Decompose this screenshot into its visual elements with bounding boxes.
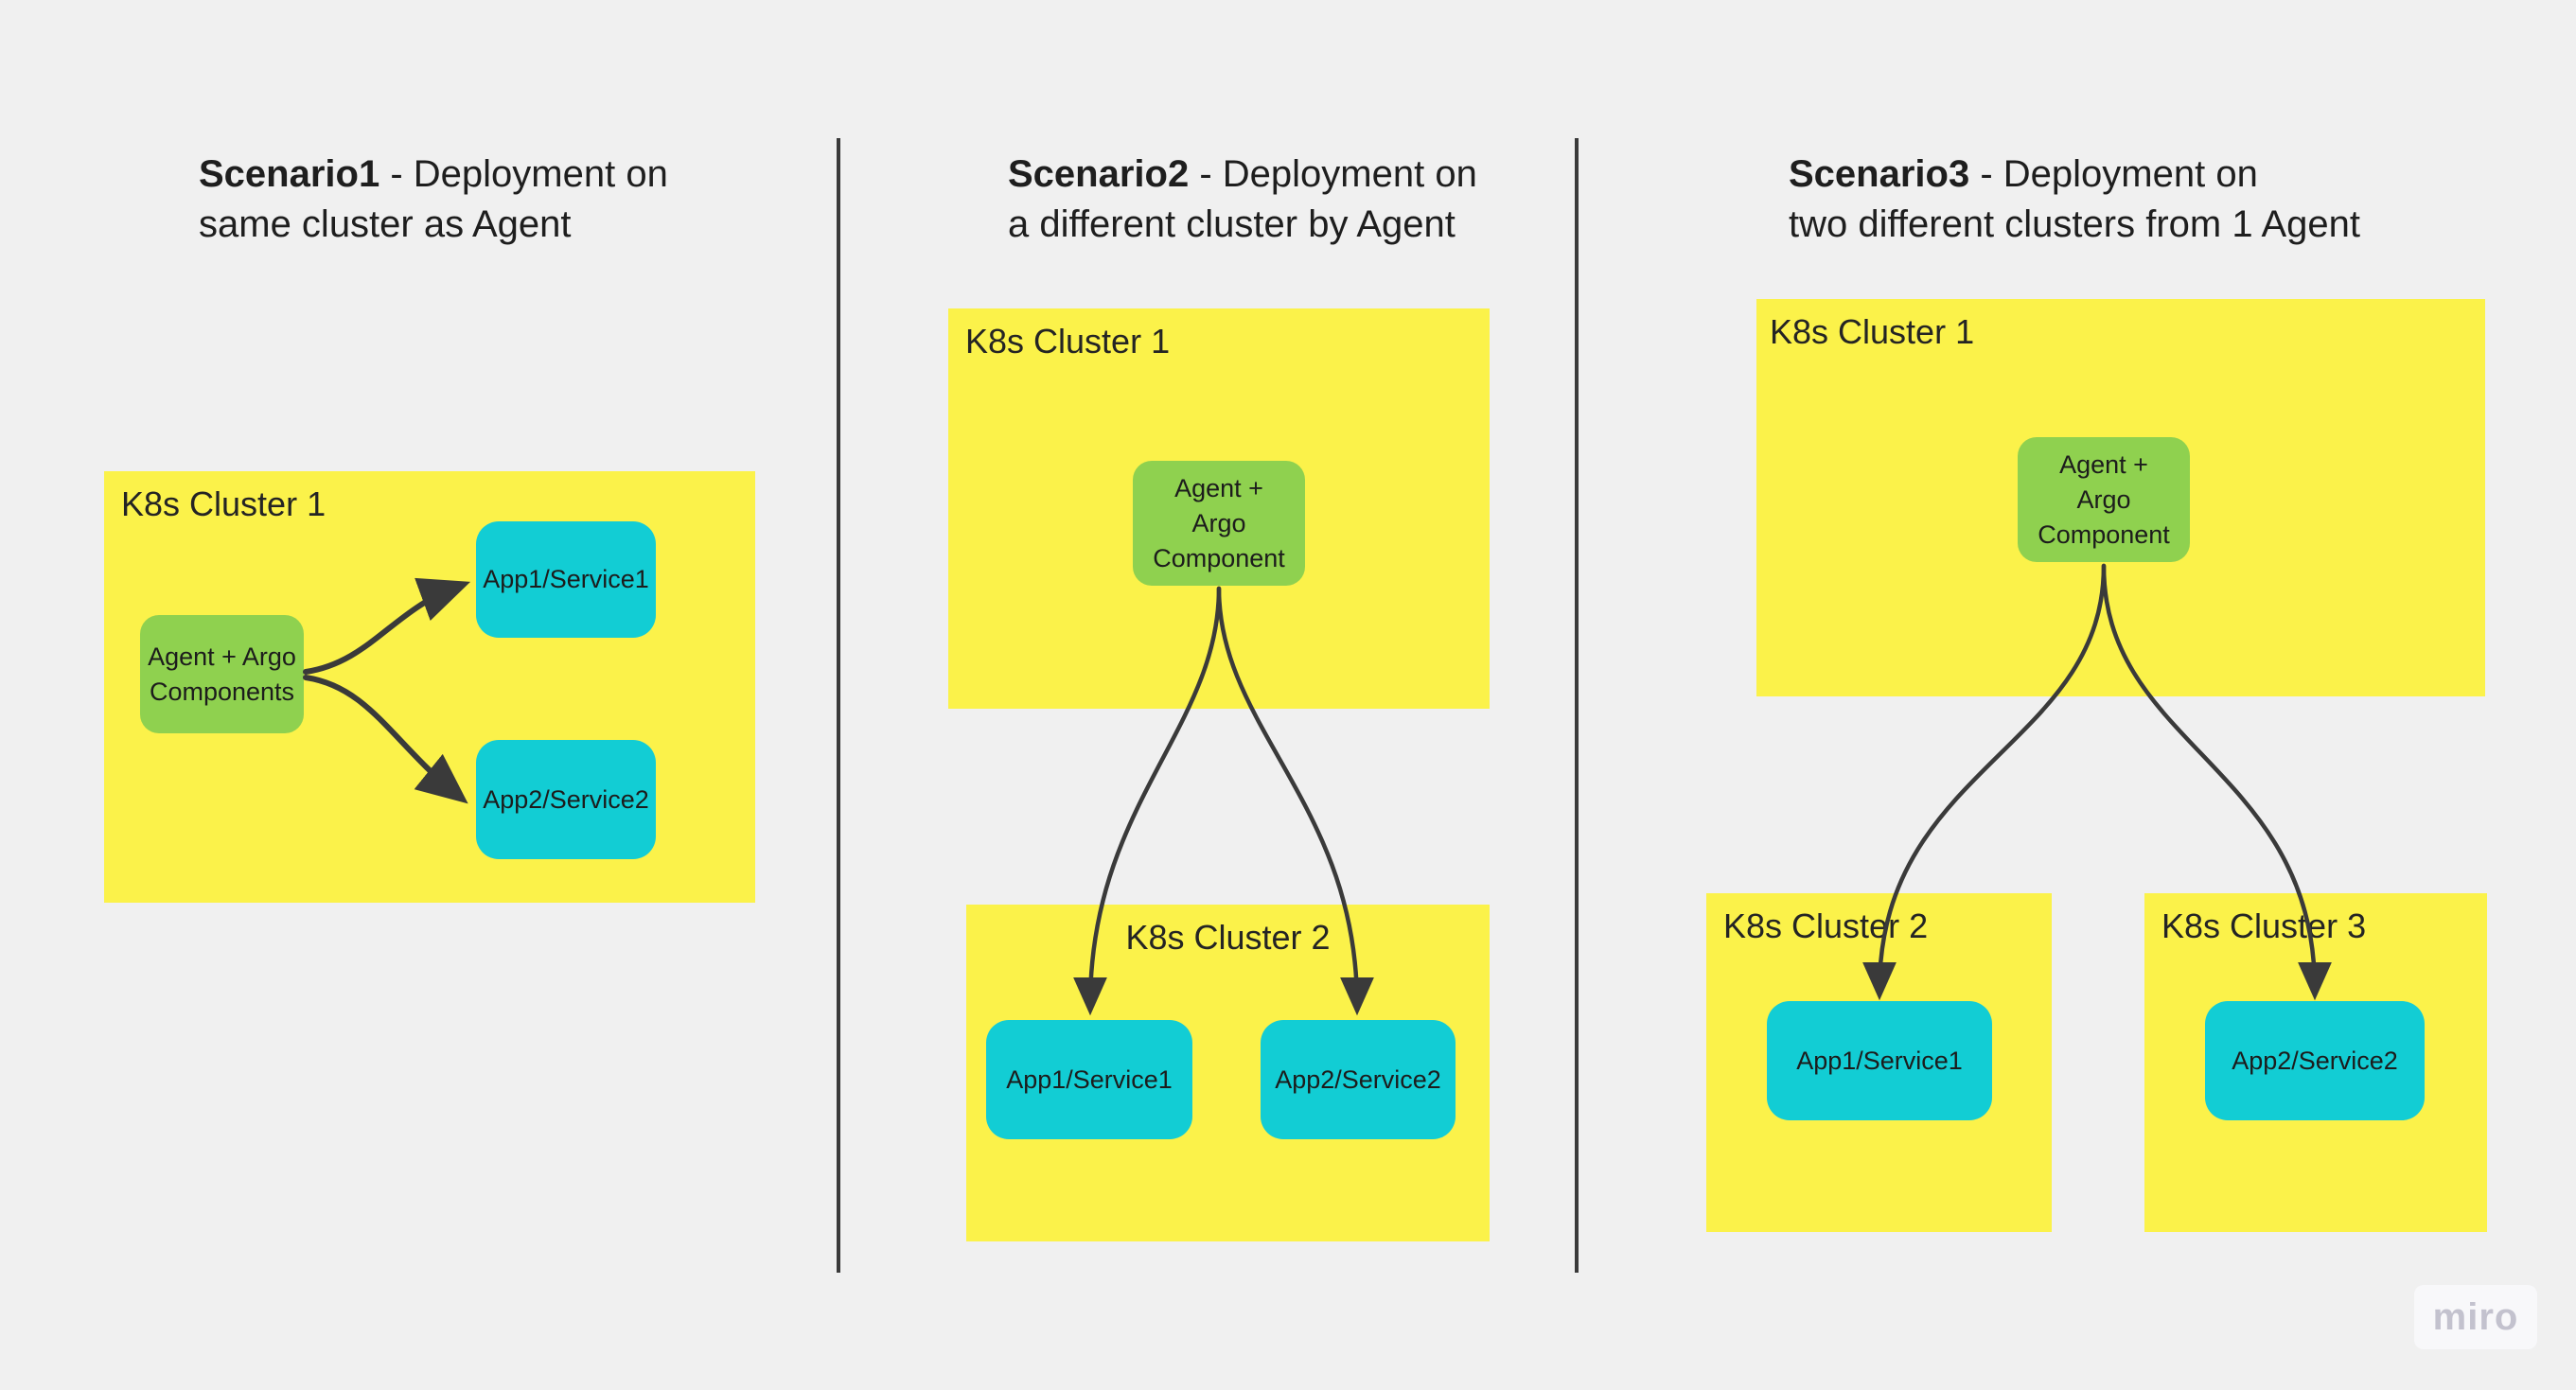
scenario2-cluster1-label: K8s Cluster 1 — [965, 322, 1171, 361]
scenario2-title: Scenario2 - Deployment on a different cl… — [1008, 150, 1477, 250]
column-divider-1 — [837, 138, 840, 1273]
scenario2-cluster2-label: K8s Cluster 2 — [1125, 918, 1331, 957]
scenario3-agent-node: Agent + Argo Component — [2018, 437, 2190, 562]
miro-watermark: miro — [2414, 1285, 2537, 1349]
scenario3-title-bold: Scenario3 — [1789, 153, 1970, 195]
scenario3-app1-node: App1/Service1 — [1767, 1001, 1992, 1120]
scenario3-title: Scenario3 - Deployment on two different … — [1789, 150, 2360, 250]
scenario1-title: Scenario1 - Deployment on same cluster a… — [199, 150, 668, 250]
scenario1-title-line1: Scenario1 - Deployment on — [199, 150, 668, 200]
scenario2-title-rest: - Deployment on — [1189, 153, 1477, 195]
scenario1-title-rest: - Deployment on — [379, 153, 668, 195]
miro-watermark-label: miro — [2432, 1295, 2519, 1338]
scenario1-app2-node: App2/Service2 — [476, 740, 656, 859]
scenario1-app1-node: App1/Service1 — [476, 521, 656, 638]
scenario2-agent-node: Agent + Argo Component — [1133, 461, 1305, 586]
scenario1-title-line2: same cluster as Agent — [199, 203, 572, 245]
scenario2-title-line1: Scenario2 - Deployment on — [1008, 150, 1477, 200]
scenario1-cluster1-label: K8s Cluster 1 — [121, 484, 326, 523]
scenario3-cluster3-label: K8s Cluster 3 — [2161, 906, 2367, 945]
scenario3-title-line2: two different clusters from 1 Agent — [1789, 203, 2361, 245]
scenario3-app2-node: App2/Service2 — [2205, 1001, 2425, 1120]
scenario1-agent-node: Agent + Argo Components — [140, 615, 304, 733]
scenario2-title-line2: a different cluster by Agent — [1008, 203, 1456, 245]
scenario3-title-line1: Scenario3 - Deployment on — [1789, 150, 2360, 200]
scenario2-title-bold: Scenario2 — [1008, 153, 1190, 195]
scenario3-cluster1-label: K8s Cluster 1 — [1770, 312, 1975, 351]
scenario2-app1-node: App1/Service1 — [986, 1020, 1192, 1139]
column-divider-2 — [1575, 138, 1579, 1273]
scenario3-title-rest: - Deployment on — [1969, 153, 2258, 195]
scenario2-app2-node: App2/Service2 — [1261, 1020, 1456, 1139]
scenario3-cluster2-label: K8s Cluster 2 — [1723, 906, 1929, 945]
scenario1-title-bold: Scenario1 — [199, 153, 380, 195]
